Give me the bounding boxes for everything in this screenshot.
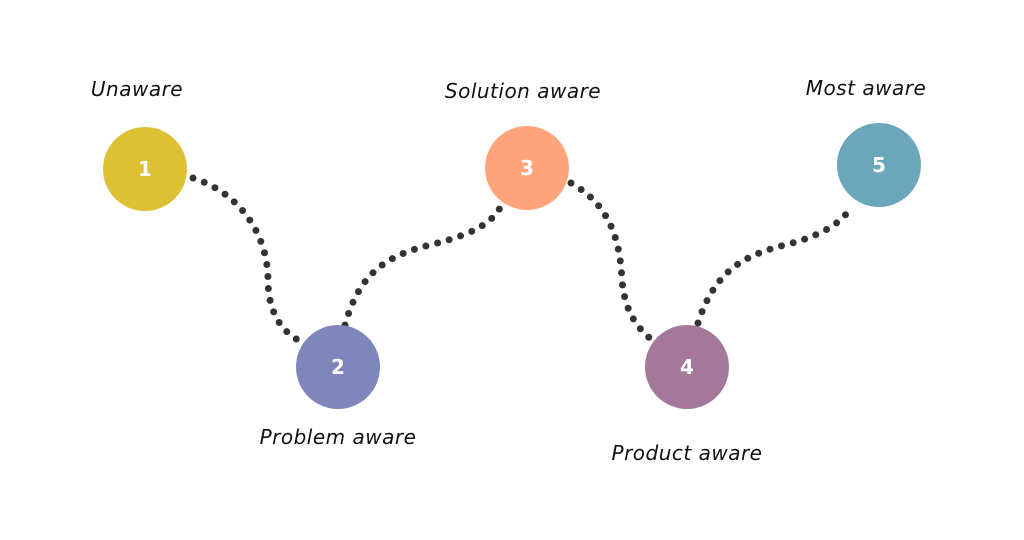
stage-3-label: Solution aware (444, 79, 602, 103)
connector-4-5 (694, 201, 856, 327)
stage-2-circle: 2 (296, 325, 380, 409)
stage-1-circle: 1 (103, 127, 187, 211)
stage-5-circle: 5 (837, 123, 921, 207)
connector-3-4 (567, 179, 656, 344)
stage-1-label: Unaware (90, 77, 184, 101)
stage-2-label: Problem aware (259, 425, 417, 449)
stage-3-circle: 3 (485, 126, 569, 210)
stage-4-label: Product aware (611, 441, 763, 465)
stage-3-number: 3 (520, 156, 534, 180)
stage-1-number: 1 (138, 157, 152, 181)
stage-5-label: Most aware (805, 76, 927, 100)
stage-4-number: 4 (680, 355, 694, 379)
connector-2-3 (341, 204, 504, 329)
connector-1-2 (189, 174, 302, 344)
stage-2-number: 2 (331, 355, 345, 379)
stage-4-circle: 4 (645, 325, 729, 409)
stage-5-number: 5 (872, 153, 886, 177)
